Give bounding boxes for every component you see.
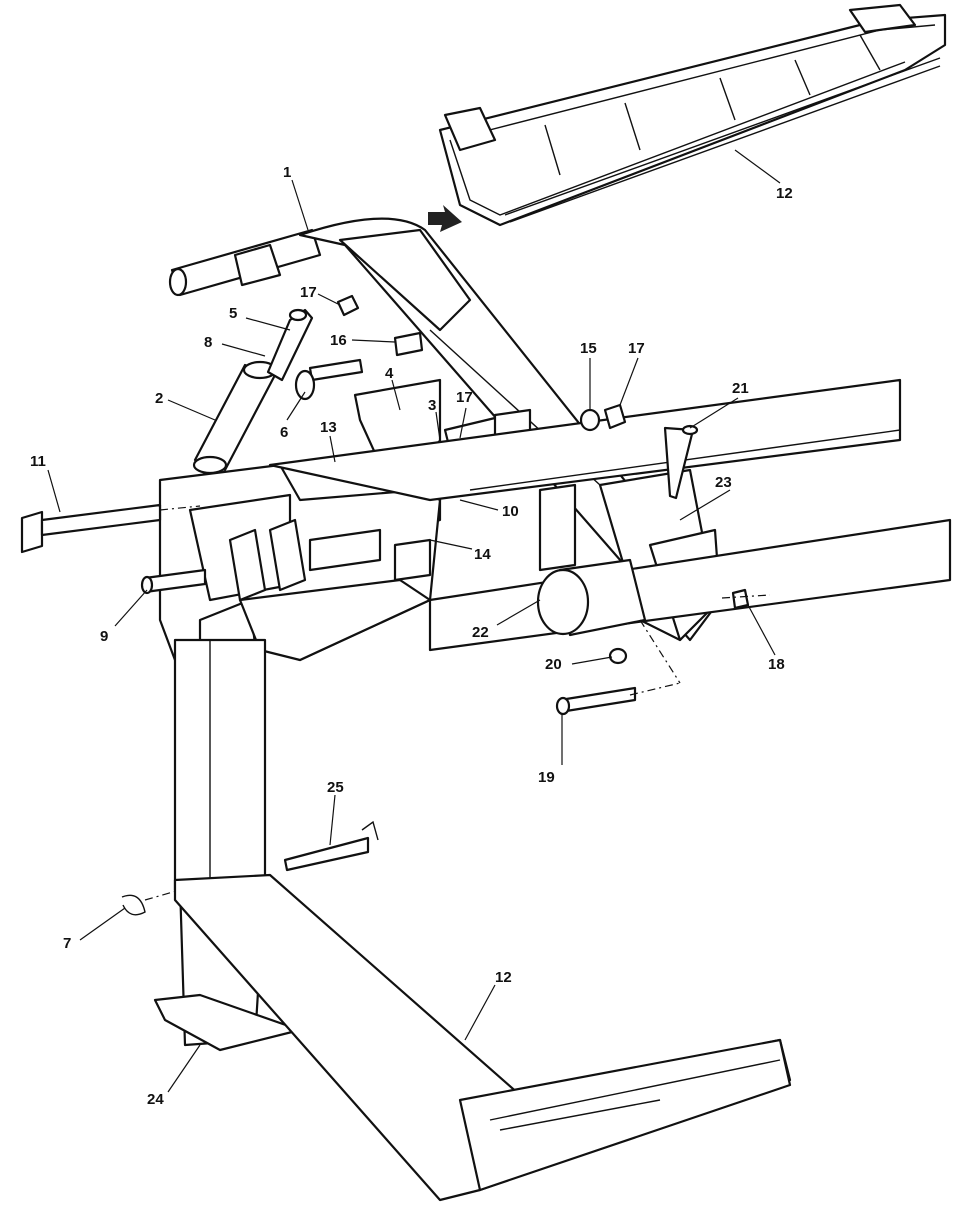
retaining-clip (121, 894, 146, 916)
callout-14: 14 (474, 546, 491, 563)
lift-cylinder (192, 308, 314, 475)
lock-pin (283, 820, 379, 872)
callout-17-b: 17 (628, 340, 645, 357)
callout-21: 21 (732, 380, 749, 397)
clevis-pin (140, 568, 207, 595)
callout-12-top: 12 (776, 185, 793, 202)
callout-22: 22 (472, 624, 489, 641)
callout-18: 18 (768, 656, 785, 673)
callout-3: 3 (428, 397, 436, 414)
lower-frame-arm (173, 873, 792, 1202)
callout-9: 9 (100, 628, 108, 645)
callout-12-bottom: 12 (495, 969, 512, 986)
long-bolt (20, 503, 201, 554)
hydraulic-cylinder (168, 228, 322, 297)
leader-lines (47, 149, 781, 1093)
callout-7: 7 (63, 935, 71, 952)
callout-20: 20 (545, 656, 562, 673)
foot-base (153, 993, 302, 1052)
callout-5: 5 (229, 305, 237, 322)
callout-2: 2 (155, 390, 163, 407)
callout-23: 23 (715, 474, 732, 491)
callout-16: 16 (330, 332, 347, 349)
direction-arrow-icon (428, 205, 462, 232)
frame-inset (438, 3, 947, 227)
callout-1: 1 (283, 164, 291, 181)
callout-15: 15 (580, 340, 597, 357)
right-hardware (555, 403, 771, 716)
callout-19: 19 (538, 769, 555, 786)
callout-labels: 1 2 3 4 5 6 7 8 9 10 11 12 12 13 14 15 1… (30, 164, 793, 1108)
callout-11: 11 (30, 453, 46, 470)
callout-4: 4 (385, 365, 394, 382)
callout-6: 6 (280, 424, 288, 441)
callout-8: 8 (204, 334, 212, 351)
callout-17-c: 17 (456, 389, 473, 406)
callout-25: 25 (327, 779, 344, 796)
callout-10: 10 (502, 503, 519, 520)
hydraulic-motor (536, 483, 647, 637)
callout-24: 24 (147, 1091, 164, 1108)
callout-13: 13 (320, 419, 337, 436)
mounting-bracket (158, 463, 442, 662)
callout-17-a: 17 (300, 284, 317, 301)
